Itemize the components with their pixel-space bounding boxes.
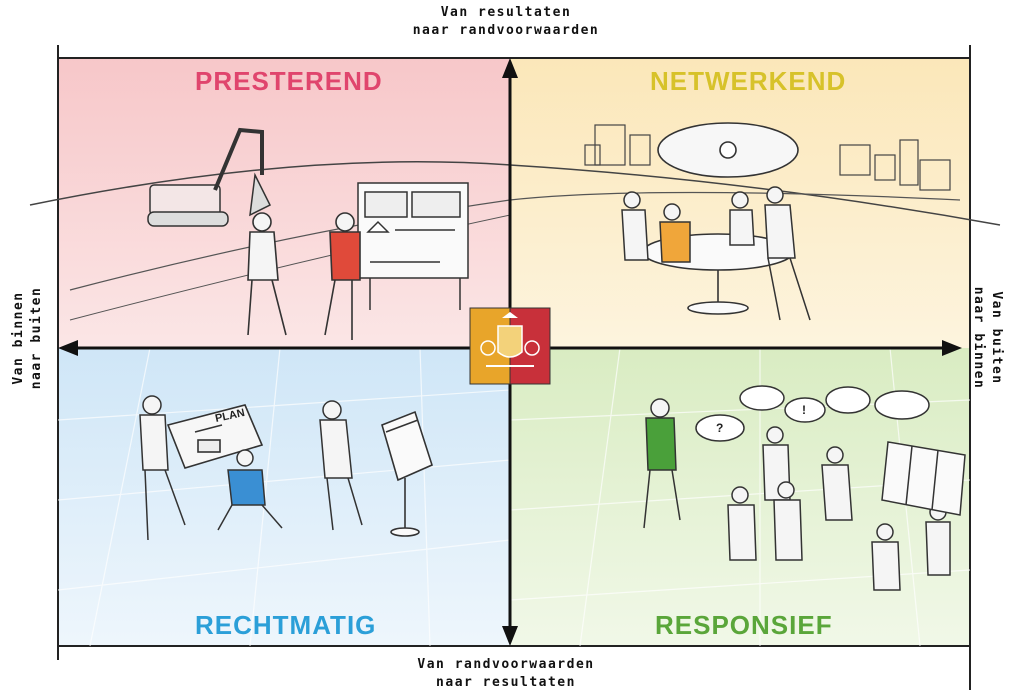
axis-label-right-line1: Van buiten bbox=[989, 291, 1004, 385]
excavator-illustration bbox=[147, 127, 272, 227]
bubble-glyphs: ? ! bbox=[716, 403, 806, 435]
arrow-up-icon bbox=[502, 58, 518, 78]
axis-label-left: Van binnen naar buiten bbox=[10, 248, 46, 428]
quadrant-bottom-left-bg bbox=[58, 348, 510, 646]
workers-illustration bbox=[247, 212, 361, 340]
quadrant-title-presterend: PRESTEREND bbox=[195, 66, 383, 96]
arrow-right-icon bbox=[942, 340, 962, 356]
rechtmatig-people-illustration bbox=[139, 395, 363, 541]
rulebook-illustration bbox=[381, 410, 433, 537]
quadrant-title-netwerkend: NETWERKEND bbox=[650, 66, 847, 96]
axis-label-right: Van buiten naar binnen bbox=[969, 248, 1005, 428]
project-board-illustration bbox=[357, 182, 469, 310]
city-skyline-illustration bbox=[584, 124, 951, 191]
quadrant-title-rechtmatig: RECHTMATIG bbox=[195, 610, 377, 640]
frame bbox=[57, 45, 971, 690]
responsief-people-illustration bbox=[643, 398, 951, 591]
axis-label-bottom: Van randvoorwaarden naar resultaten bbox=[381, 656, 631, 692]
quadrant-title-responsief: RESPONSIEF bbox=[655, 610, 833, 640]
svg-text:?: ? bbox=[716, 421, 723, 435]
map-board-illustration bbox=[881, 441, 966, 516]
speech-bubbles-illustration bbox=[695, 385, 930, 442]
arrow-left-icon bbox=[58, 340, 78, 356]
svg-text:!: ! bbox=[802, 403, 806, 417]
axis-label-right-line2: naar binnen bbox=[971, 286, 986, 390]
axis-label-bottom-line2: naar resultaten bbox=[436, 675, 576, 690]
axis-label-top: Van resultaten naar randvoorwaarden bbox=[381, 4, 631, 40]
plan-board-illustration bbox=[166, 404, 264, 469]
axis-label-top-line2: naar randvoorwaarden bbox=[412, 23, 600, 38]
networking-people-illustration bbox=[621, 186, 811, 321]
axis-label-left-line1: Van binnen bbox=[11, 291, 26, 385]
axis-label-bottom-line1: Van randvoorwaarden bbox=[417, 657, 595, 672]
coat-of-arms-icon bbox=[469, 307, 551, 385]
arrow-down-icon bbox=[502, 626, 518, 646]
axis-label-top-line1: Van resultaten bbox=[440, 5, 572, 20]
axis-label-left-line2: naar buiten bbox=[29, 286, 44, 390]
